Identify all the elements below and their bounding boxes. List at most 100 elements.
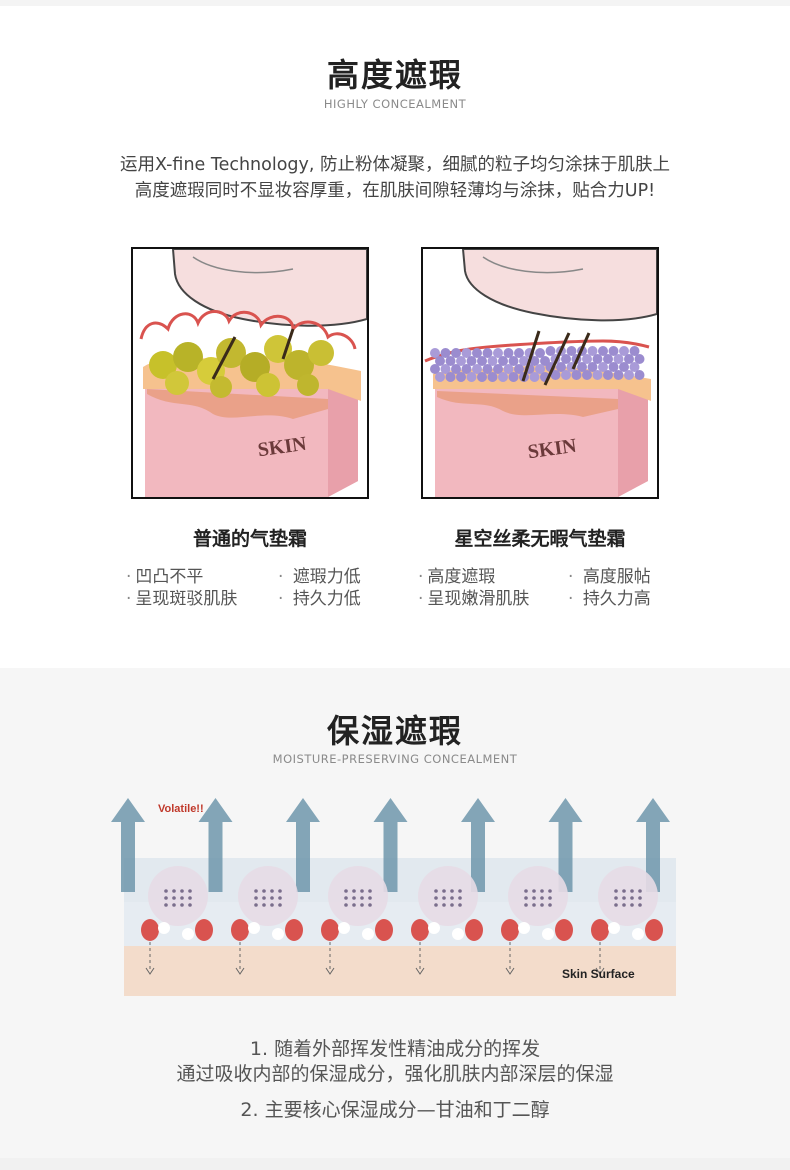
capsule-dot <box>188 903 192 907</box>
fine-particle <box>561 370 571 380</box>
volatile-arrow-icon <box>548 798 583 892</box>
capsule-dot <box>188 889 192 893</box>
fine-particle <box>634 370 645 380</box>
volatile-arrow-icon <box>111 798 145 892</box>
capsule-dot <box>532 889 536 893</box>
fine-particle <box>613 354 624 364</box>
fine-particle <box>461 364 472 374</box>
regular-skin-svg: SKIN <box>139 249 367 497</box>
moisture-capsule <box>418 866 478 926</box>
down-arrow-icon <box>595 967 605 975</box>
finger-shape <box>461 249 657 322</box>
fine-particle <box>603 354 613 364</box>
fine-particle <box>577 362 587 372</box>
skin-side <box>618 381 648 497</box>
capsule-dot <box>172 889 176 893</box>
bullet-dot-icon: · <box>418 589 424 609</box>
skin-wave <box>147 389 328 419</box>
capsule-dot <box>442 896 446 900</box>
hair-3 <box>571 332 591 370</box>
capsule-dot <box>614 889 618 893</box>
fine-particle <box>550 370 561 380</box>
volatile-arrow-icon <box>373 798 408 892</box>
down-arrow-icon <box>145 967 155 975</box>
capsule-dot <box>524 903 528 907</box>
capsule-dot <box>638 903 642 907</box>
fine-particle <box>430 348 440 358</box>
fine-particle <box>493 364 503 374</box>
capsule-dot <box>344 896 348 900</box>
fine-particle <box>598 362 608 372</box>
moisture-red-droplet <box>195 919 213 941</box>
bullet-dot-icon: · <box>568 589 574 609</box>
capsule-dot <box>458 889 462 893</box>
capsule-dot <box>638 889 642 893</box>
fine-particle <box>619 346 629 356</box>
skin-side <box>328 381 358 497</box>
capsule-dot <box>532 903 536 907</box>
moisture-white-droplet <box>362 928 374 940</box>
description-line-1: 运用X-fine Technology, 防止粉体凝聚，细腻的粒子均匀涂抹于肌肤… <box>119 155 671 175</box>
capsule-dot <box>638 896 642 900</box>
bullet-dot-icon: · <box>278 567 284 587</box>
moisture-white-droplet <box>452 928 464 940</box>
capsule-dot <box>368 889 372 893</box>
bottom-band <box>0 1158 790 1170</box>
capsule-dot <box>278 903 282 907</box>
fine-particle <box>456 356 466 366</box>
capsule-dot <box>450 896 454 900</box>
capsule-dot <box>188 896 192 900</box>
section-subtitle: MOISTURE-PRESERVING CONCEALMENT <box>272 752 518 766</box>
fine-particle <box>619 362 629 372</box>
capsule-dot <box>458 896 462 900</box>
bullet-text: 高度服帖 <box>582 567 651 587</box>
capsule-dot <box>630 896 634 900</box>
moisture-diagram: Volatile!! Skin Surface <box>108 796 688 1002</box>
fine-particles <box>430 346 645 382</box>
fine-particle <box>582 370 592 380</box>
capsule-dot <box>254 889 258 893</box>
fine-particle <box>634 354 645 364</box>
capsule-dot <box>622 903 626 907</box>
moisture-capsule <box>148 866 208 926</box>
fine-particle <box>498 356 508 366</box>
bullet-dot-icon: · <box>278 589 284 609</box>
moisture-white-droplet <box>248 922 260 934</box>
moisture-capsule <box>238 866 298 926</box>
capsule-dot <box>434 896 438 900</box>
fine-particle <box>629 362 640 372</box>
capsule-dot <box>614 903 618 907</box>
fine-particle <box>608 346 619 356</box>
bullet-text: 呈现斑驳肌肤 <box>135 589 238 609</box>
moisture-white-droplet <box>518 922 530 934</box>
fine-particle <box>445 372 456 382</box>
fine-particle <box>529 356 540 366</box>
moisture-white-droplet <box>272 928 284 940</box>
hair-2 <box>543 332 571 386</box>
bullet-item: ·凹凸不平 <box>126 566 203 588</box>
volatile-arrow-icon <box>198 798 233 892</box>
fine-particle <box>461 348 472 358</box>
fine-particle <box>493 348 503 358</box>
top-band <box>0 0 790 6</box>
capsule-dot <box>270 889 274 893</box>
capsule-dot <box>442 889 446 893</box>
moisture-white-droplet <box>632 928 644 940</box>
fine-particle <box>608 362 619 372</box>
capsule-dot <box>540 903 544 907</box>
bullet-dot-icon: · <box>418 567 424 587</box>
fine-particle <box>592 354 603 364</box>
moisture-red-droplet <box>285 919 303 941</box>
fine-particle <box>508 356 519 366</box>
bullet-item: ·呈现嫩滑肌肤 <box>418 588 529 610</box>
capsule-dot <box>360 889 364 893</box>
moisture-red-droplet <box>555 919 573 941</box>
section-title: 保湿遮瑕 <box>326 712 463 750</box>
fine-particle <box>598 346 608 356</box>
fine-particle <box>629 346 640 356</box>
down-arrow-icon <box>415 967 425 975</box>
bullet-item: · 持久力高 <box>568 588 651 610</box>
skin-wave <box>437 391 618 417</box>
nail-line <box>192 256 294 274</box>
bullet-text: 高度遮瑕 <box>427 567 496 587</box>
